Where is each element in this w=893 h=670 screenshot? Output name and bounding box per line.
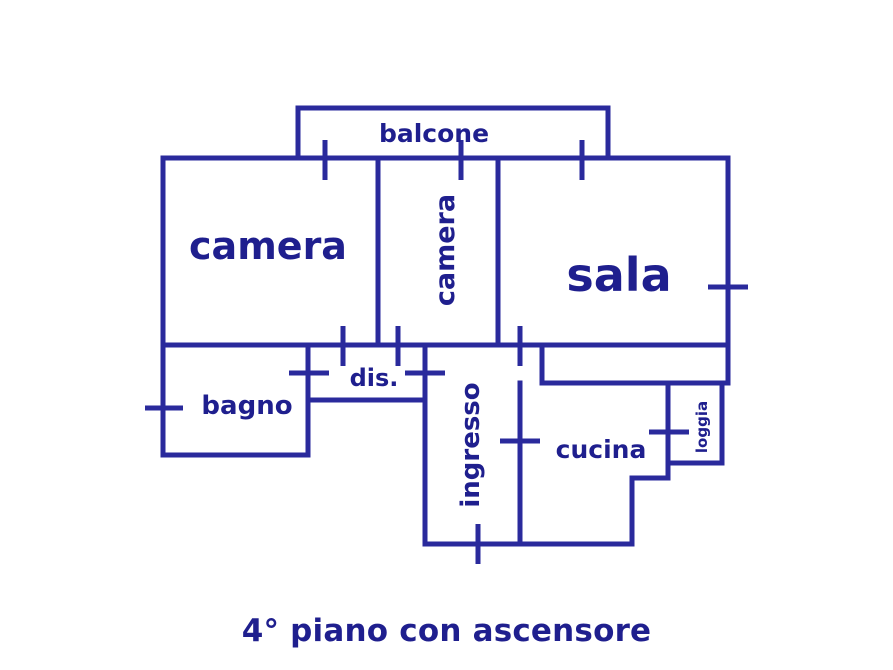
wall-sala-step [539,342,731,386]
label-camera-small: camera [430,194,461,306]
floor-caption: 4° piano con ascensore [241,613,652,649]
room-labels: balcone camera camera sala bagno dis. in… [189,119,711,508]
label-cucina: cucina [556,435,647,464]
label-camera-big: camera [189,224,347,268]
label-dis: dis. [350,364,399,392]
walls [160,105,731,547]
label-balcone: balcone [379,119,489,148]
wall-loggia [665,380,725,466]
label-sala: sala [566,248,671,302]
label-loggia: loggia [693,401,711,453]
label-ingresso: ingresso [456,382,486,507]
label-bagno: bagno [201,391,292,421]
door-markers [145,140,748,564]
